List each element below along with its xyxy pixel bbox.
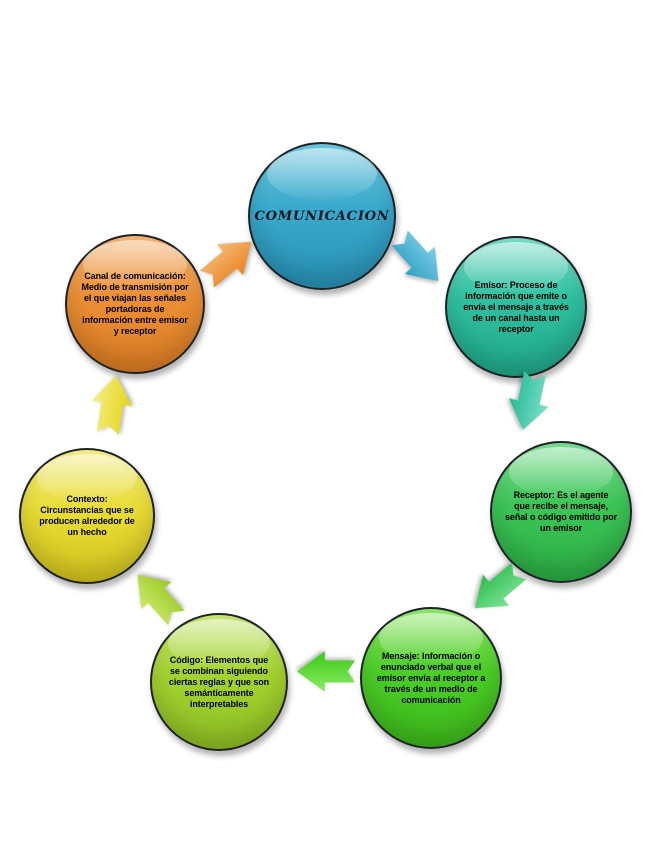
node-canal: Canal de comunicación: Medio de transmis… bbox=[65, 234, 205, 374]
node-emisor: Emisor: Proceso de información que emite… bbox=[445, 236, 587, 378]
node-receptor: Receptor: Es el agente que recibe el men… bbox=[490, 441, 632, 583]
arrow-comunicacion-to-emisor-icon bbox=[391, 230, 439, 282]
arrow-mensaje-to-codigo-icon bbox=[297, 651, 355, 692]
arrow-emisor-to-receptor-icon bbox=[508, 370, 549, 430]
node-codigo: Código: Elementos que se combinan siguie… bbox=[150, 613, 288, 751]
node-receptor-label: Receptor: Es el agente que recibe el men… bbox=[505, 490, 617, 533]
arrow-contexto-to-canal-icon bbox=[92, 375, 133, 435]
node-contexto: Contexto: Circunstancias que se producen… bbox=[19, 448, 155, 584]
arrow-codigo-to-contexto-icon bbox=[137, 574, 185, 626]
node-mensaje-label: Mensaje: Información o enunciado verbal … bbox=[376, 650, 486, 705]
arrow-canal-to-comunicacion-icon bbox=[199, 241, 252, 288]
node-codigo-label: Código: Elementos que se combinan siguie… bbox=[168, 654, 270, 709]
node-canal-label: Canal de comunicación: Medio de transmis… bbox=[81, 271, 189, 336]
node-comunicacion-label: COMUNICACION bbox=[254, 208, 390, 224]
node-comunicacion: COMUNICACION bbox=[248, 142, 396, 290]
node-mensaje: Mensaje: Información o enunciado verbal … bbox=[360, 607, 502, 749]
node-emisor-label: Emisor: Proceso de información que emite… bbox=[463, 279, 569, 334]
arrow-receptor-to-mensaje-icon bbox=[474, 562, 527, 609]
node-contexto-label: Contexto: Circunstancias que se producen… bbox=[39, 494, 135, 537]
